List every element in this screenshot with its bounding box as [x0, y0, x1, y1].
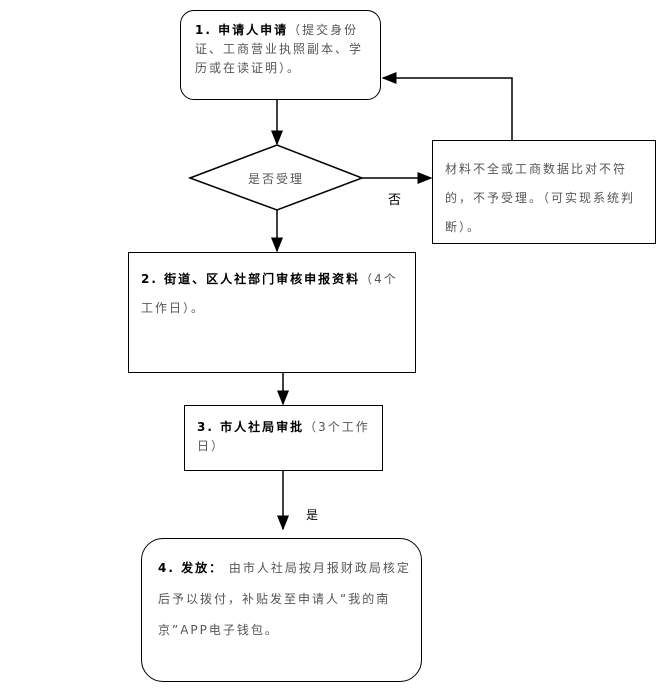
no-label: 否 — [388, 193, 404, 208]
step2-title: 2. 街道、区人社部门审核申报资料 — [141, 272, 361, 286]
step4-text: 由市人社局按月报财政局核定后予以拨付，补贴发至申请人“我的南京”APP电子钱包。 — [158, 561, 411, 638]
step3-title: 3. 市人社局审批 — [197, 420, 305, 434]
step2-text: （4个工作日）。 — [141, 272, 398, 315]
step4-title: 4. 发放： — [158, 561, 224, 575]
decision-label: 是否受理 — [248, 172, 305, 186]
arrow-reject-to-1 — [381, 72, 513, 140]
step1-box: 1. 申请人申请（提交身份证、工商营业执照副本、学历或在读证明）。 — [180, 10, 381, 100]
reject-box: 材料不全或工商数据比对不符的，不予受理。（可实现系统判断）。 — [432, 140, 656, 244]
yes-label: 是 — [306, 508, 321, 522]
reject-text: 材料不全或工商数据比对不符的，不予受理。（可实现系统判断）。 — [445, 162, 636, 234]
step1-text: （提交身份证、工商营业执照副本、学历或在读证明）。 — [195, 23, 364, 76]
step2-box: 2. 街道、区人社部门审核申报资料（4个工作日）。 — [128, 252, 416, 373]
step4-box: 4. 发放： 由市人社局按月报财政局核定后予以拨付，补贴发至申请人“我的南京”A… — [141, 538, 422, 682]
step3-text: （3个工作日） — [197, 420, 370, 454]
step3-box: 3. 市人社局审批（3个工作日） — [184, 405, 383, 471]
step1-title: 1. 申请人申请 — [195, 23, 289, 37]
